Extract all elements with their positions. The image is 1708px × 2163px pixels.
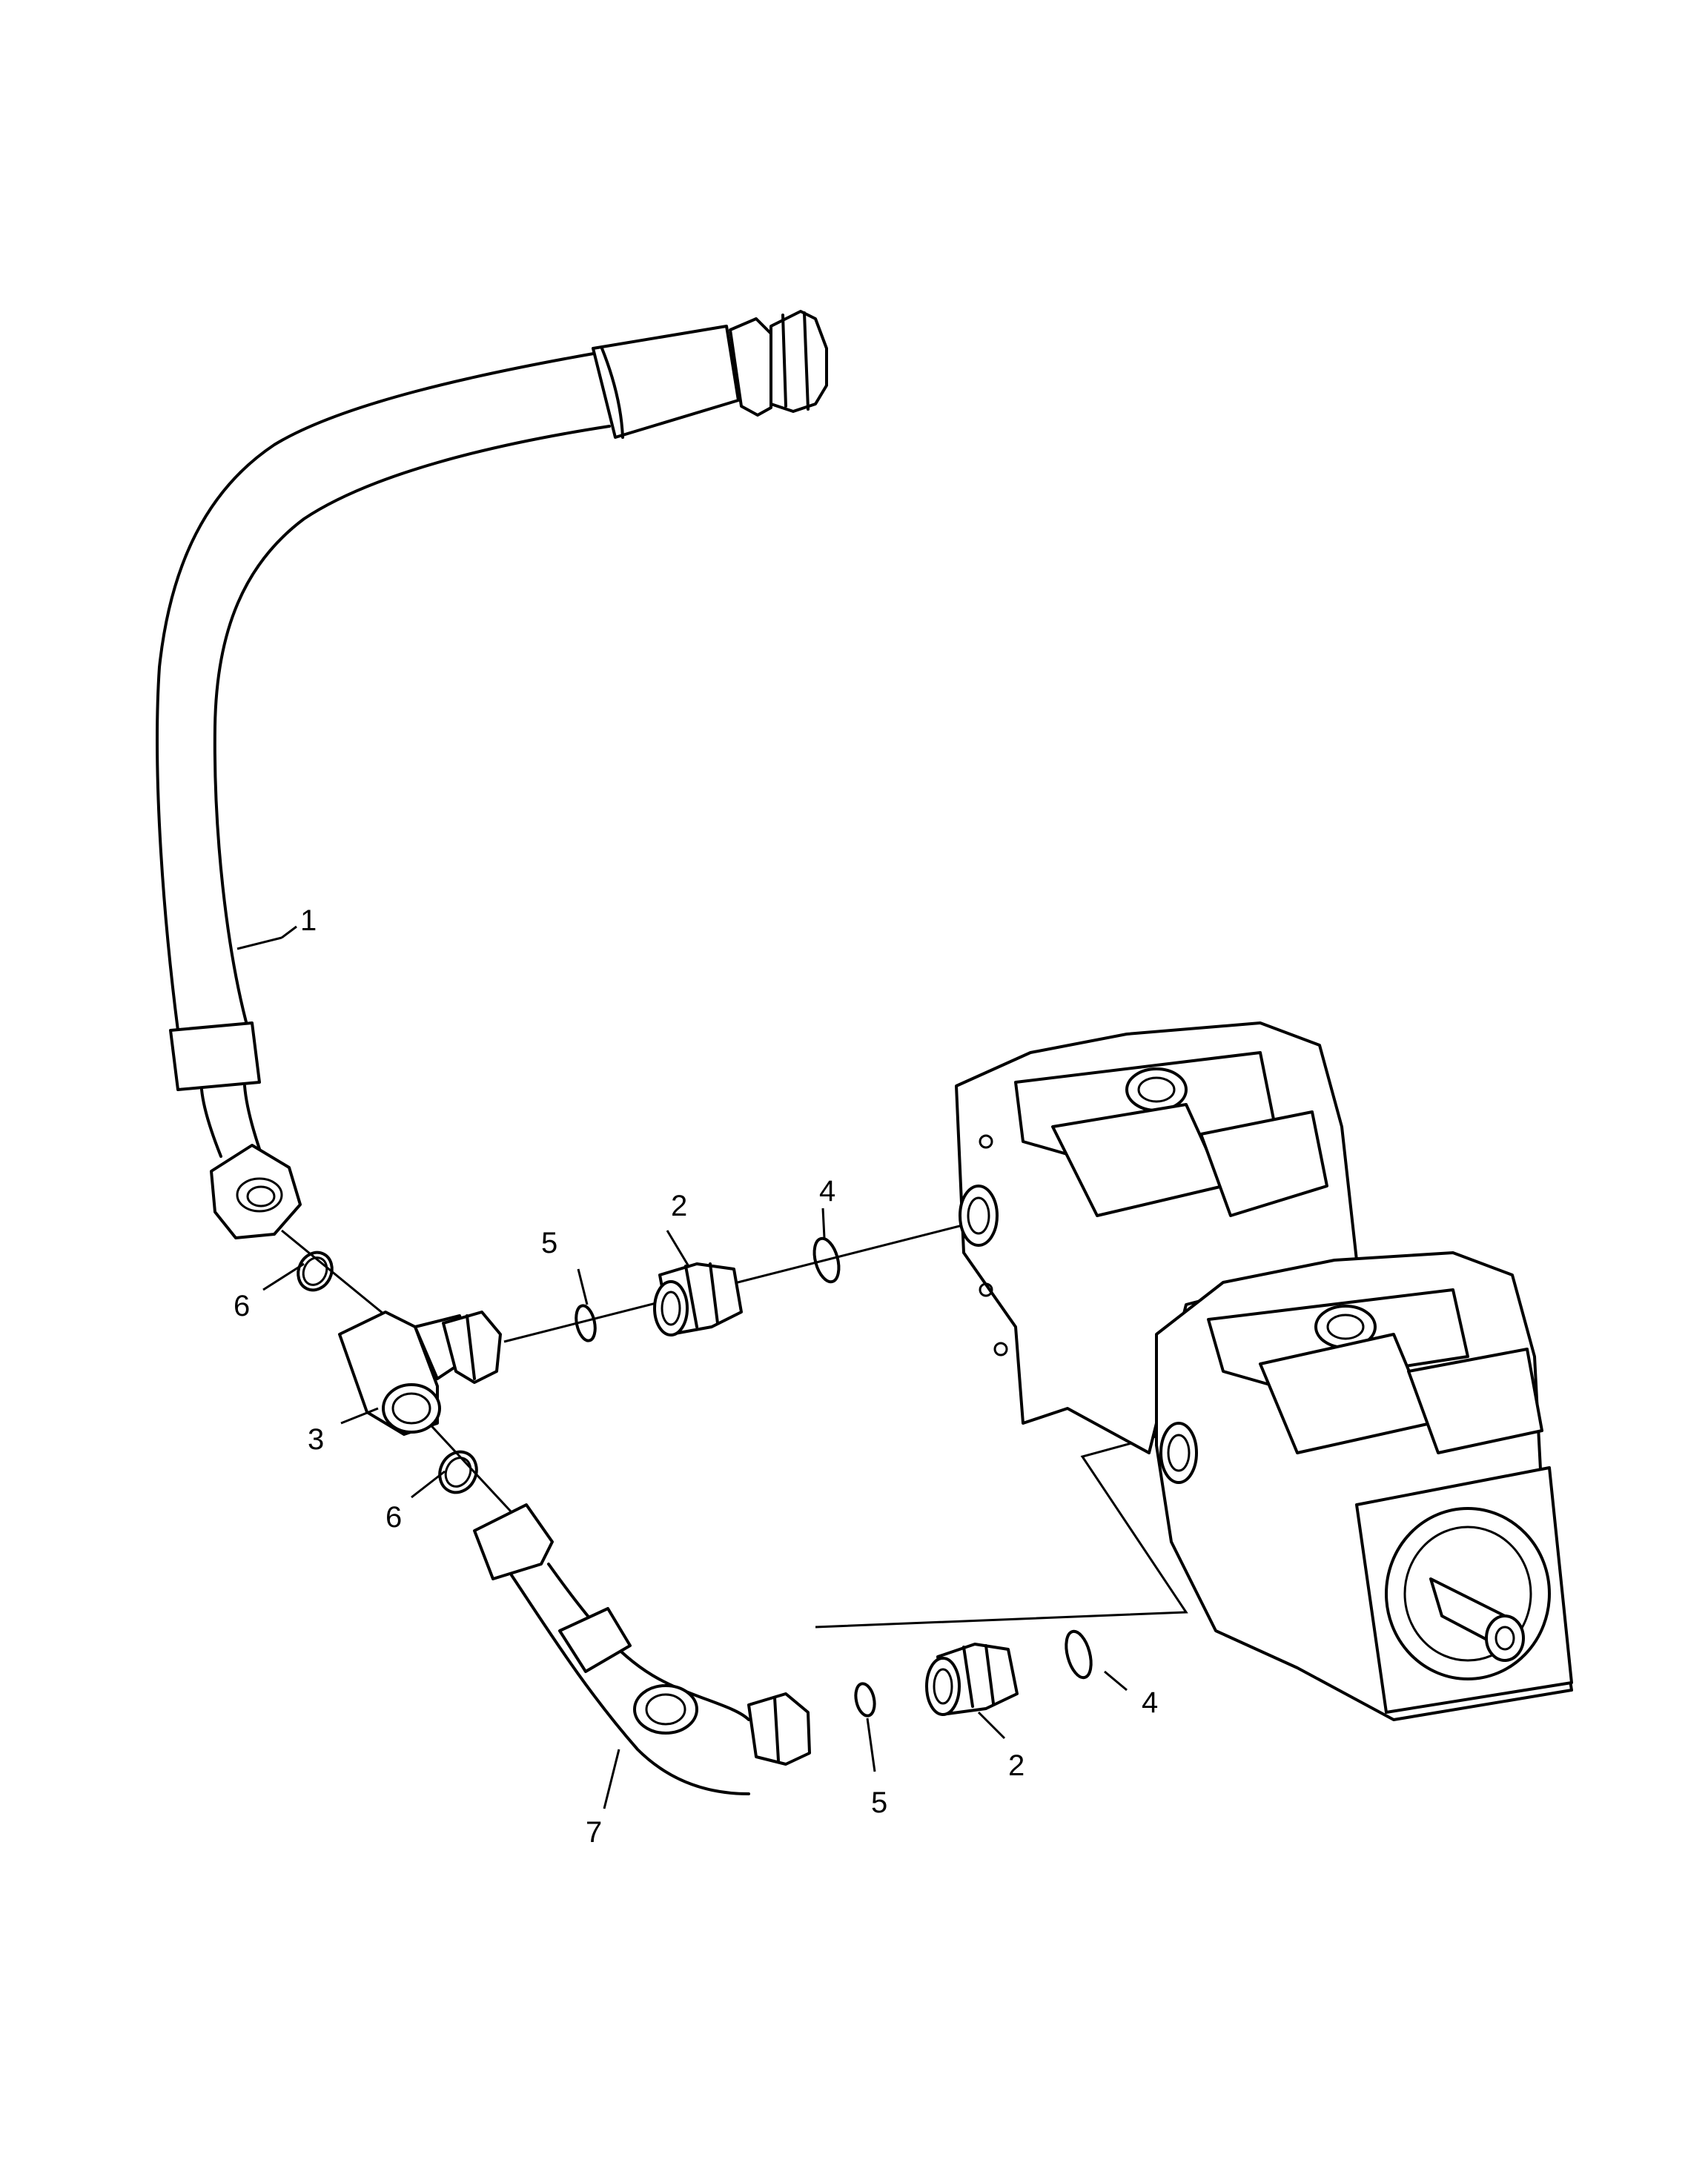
o-ring-6-upper — [297, 1251, 334, 1292]
callout-1: 1 — [300, 904, 317, 937]
callout-4-lower: 4 — [1142, 1686, 1158, 1719]
callout-6-lower: 6 — [385, 1501, 402, 1534]
o-ring-4-lower — [1065, 1629, 1093, 1680]
callout-6-upper: 6 — [234, 1290, 250, 1322]
tandem-hydraulic-pump — [955, 1021, 1573, 1721]
adapter-2-lower — [925, 1643, 1019, 1716]
callout-4-upper: 4 — [819, 1175, 835, 1208]
callout-2-lower: 2 — [1008, 1749, 1025, 1782]
callout-5-lower: 5 — [871, 1786, 887, 1819]
callouts: 1 2 2 3 4 4 5 5 6 6 7 — [234, 904, 1158, 1849]
callout-5-upper: 5 — [541, 1227, 557, 1259]
callout-3: 3 — [308, 1423, 324, 1456]
hose-7 — [473, 1503, 811, 1795]
o-ring-4-upper — [812, 1236, 841, 1284]
callout-leaders — [236, 925, 1128, 1809]
hose-1 — [156, 310, 828, 1239]
adapter-2-upper — [653, 1262, 743, 1336]
callout-2-upper: 2 — [671, 1190, 687, 1222]
o-ring-6-lower — [438, 1450, 478, 1494]
callout-7: 7 — [586, 1816, 602, 1849]
o-ring-5-lower — [854, 1682, 876, 1718]
o-ring-5-upper — [575, 1304, 597, 1342]
elbow-fitting-3 — [338, 1311, 502, 1436]
